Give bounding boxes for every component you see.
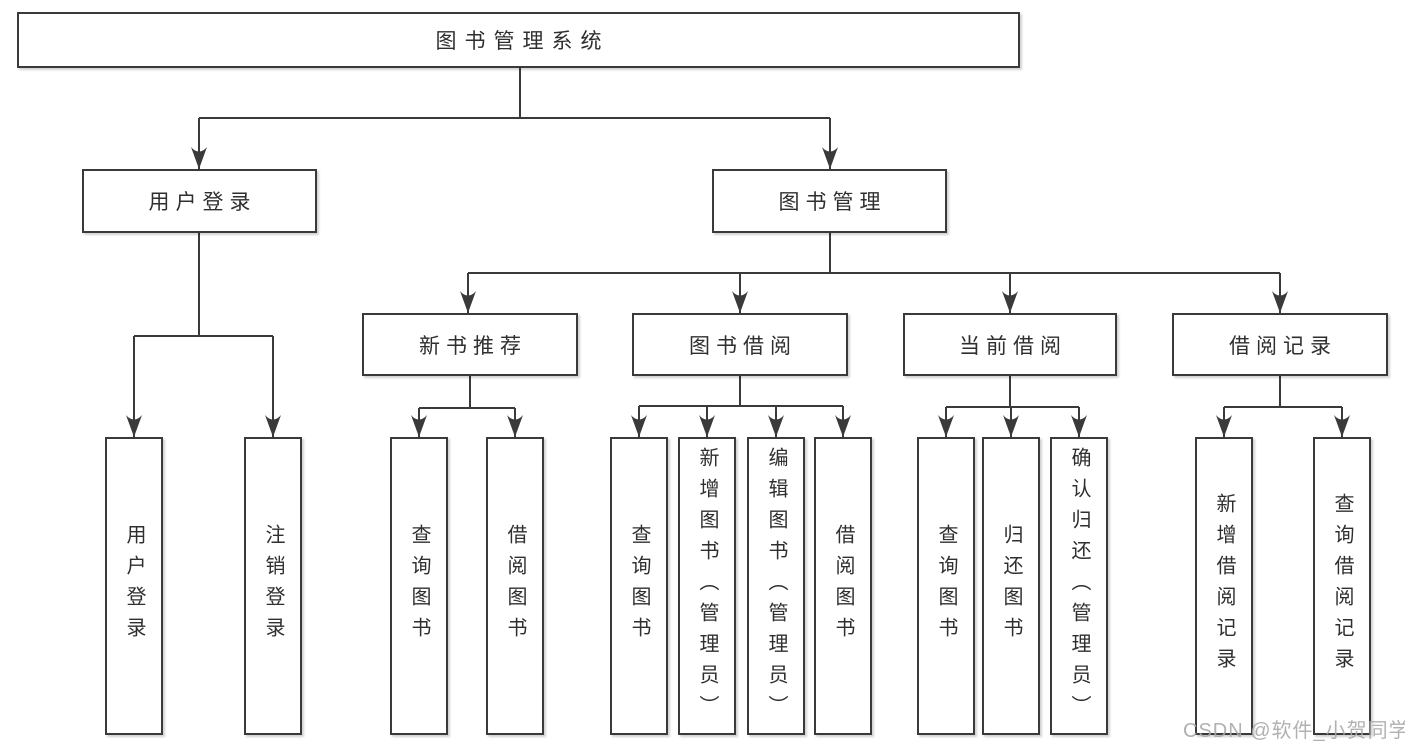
node-label: 用户登录 (123, 524, 145, 648)
leaf-borrow-borrow-book: 借阅图书 (814, 437, 872, 735)
node-label: 归还图书 (1000, 524, 1022, 648)
node-label: 新增借阅记录 (1213, 493, 1235, 679)
node-label: 用户登录 (148, 191, 257, 214)
csdn-watermark: CSDN @软件_小贺同学 (1183, 720, 1405, 742)
node-label: 新增图书（管理员） (696, 446, 718, 726)
node-current-borrowing: 当前借阅 (903, 313, 1117, 376)
leaf-borrow-query-book: 查询图书 (610, 437, 668, 735)
node-label: 当前借阅 (959, 334, 1067, 358)
leaf-logout-login: 注销登录 (244, 437, 302, 735)
node-user-login: 用户登录 (82, 169, 317, 233)
node-label: 编辑图书（管理员） (765, 446, 787, 726)
leaf-borrow-edit-book-admin: 编辑图书（管理员） (747, 437, 805, 735)
node-new-book-recommend: 新书推荐 (362, 313, 578, 376)
node-label: 新书推荐 (419, 334, 527, 358)
leaf-user-login: 用户登录 (105, 437, 163, 735)
node-label: 借阅图书 (832, 524, 854, 648)
node-library-management-system: 图书管理系统 (17, 12, 1020, 68)
node-label: 确认归还（管理员） (1068, 446, 1090, 726)
leaf-records-query-borrow-record: 查询借阅记录 (1313, 437, 1371, 735)
node-label: 图书借阅 (689, 334, 797, 358)
node-borrowing-records: 借阅记录 (1172, 313, 1388, 376)
leaf-records-add-borrow-record: 新增借阅记录 (1195, 437, 1253, 735)
leaf-borrow-add-book-admin: 新增图书（管理员） (678, 437, 736, 735)
leaf-current-return-book: 归还图书 (982, 437, 1040, 735)
node-label: 图书管理 (778, 191, 887, 214)
node-label: 图书管理系统 (435, 30, 610, 53)
node-label: 借阅图书 (504, 524, 526, 648)
leaf-current-query-book: 查询图书 (917, 437, 975, 735)
leaf-current-confirm-return-admin: 确认归还（管理员） (1050, 437, 1108, 735)
leaf-recommend-query-book: 查询图书 (390, 437, 448, 735)
node-label: 注销登录 (262, 524, 284, 648)
node-book-management: 图书管理 (712, 169, 947, 233)
node-label: 查询图书 (628, 524, 650, 648)
node-label: 查询图书 (935, 524, 957, 648)
node-label: 查询借阅记录 (1331, 493, 1353, 679)
node-label: 借阅记录 (1229, 334, 1337, 358)
node-label: 查询图书 (408, 524, 430, 648)
leaf-recommend-borrow-book: 借阅图书 (486, 437, 544, 735)
node-book-borrowing: 图书借阅 (632, 313, 848, 376)
